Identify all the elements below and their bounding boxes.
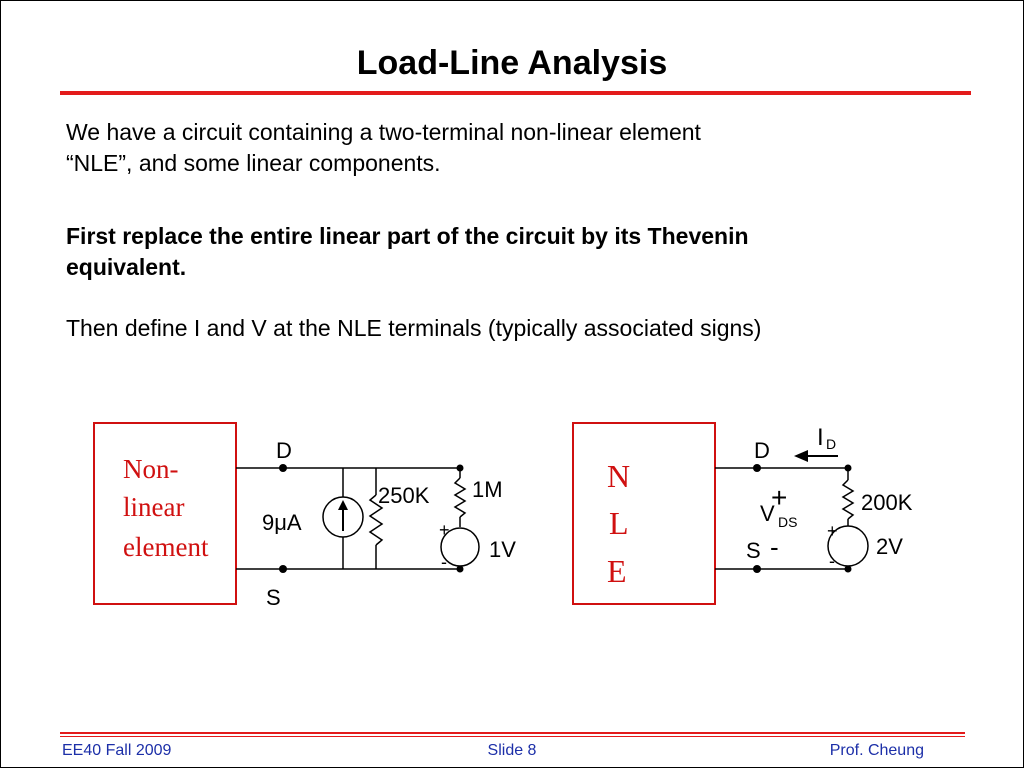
left-series-resistor xyxy=(453,468,467,527)
slide-title: Load-Line Analysis xyxy=(356,44,668,82)
thevenin-paragraph: First replace the entire linear part of … xyxy=(66,221,946,283)
intro-line-1: We have a circuit containing a two-termi… xyxy=(66,119,701,145)
left-voltage-source xyxy=(440,527,480,569)
left-nle-box xyxy=(93,422,237,605)
right-voltage-subscript: DS xyxy=(778,514,797,530)
left-terminal-s-dot xyxy=(279,565,287,573)
right-terminal-d-dot xyxy=(753,464,761,472)
right-current-label: I xyxy=(817,424,824,451)
left-terminal-d-label: D xyxy=(276,438,292,463)
left-source-minus: - xyxy=(441,552,447,572)
left-terminal-s-label: S xyxy=(266,585,281,610)
right-source-plus: + xyxy=(827,521,838,541)
left-source-value: 1V xyxy=(489,537,516,562)
thevenin-line-2: equivalent. xyxy=(66,254,187,280)
left-current-source-label: 9μA xyxy=(262,510,302,535)
define-iv-paragraph: Then define I and V at the NLE terminals… xyxy=(66,315,762,341)
arrow-up-icon xyxy=(338,500,348,510)
arrow-left-icon xyxy=(794,450,808,462)
right-voltage-source xyxy=(827,525,869,569)
right-nle-letter-e: E xyxy=(607,553,627,589)
left-terminal-d-dot xyxy=(279,464,287,472)
footer-divider-top xyxy=(60,732,965,734)
left-nle-label-3: element xyxy=(123,532,209,562)
right-source-minus: - xyxy=(829,551,835,571)
footer-instructor: Prof. Cheung xyxy=(829,742,924,759)
right-voltage-plus: + xyxy=(771,482,787,513)
intro-paragraph: We have a circuit containing a two-termi… xyxy=(66,117,946,179)
right-source-value: 2V xyxy=(876,534,903,559)
intro-line-2: “NLE”, and some linear components. xyxy=(66,150,441,176)
left-circuit: Non- linear element D S 9μA 250K xyxy=(93,422,516,610)
footer-slide-number: Slide 8 xyxy=(487,742,537,759)
right-resistor-label: 200K xyxy=(861,490,913,515)
left-nle-label-1: Non- xyxy=(123,454,179,484)
right-nle-box xyxy=(572,422,716,605)
left-source-plus: + xyxy=(439,520,450,540)
right-voltage-minus: - xyxy=(770,532,779,562)
right-nle-letter-n: N xyxy=(607,458,630,494)
right-terminal-d-label: D xyxy=(754,438,770,463)
right-voltage-label: V xyxy=(760,501,775,526)
right-resistor xyxy=(841,468,855,526)
thevenin-line-1: First replace the entire linear part of … xyxy=(66,223,749,249)
footer-course: EE40 Fall 2009 xyxy=(62,742,172,759)
right-terminal-s-label: S xyxy=(746,538,761,563)
left-parallel-resistor xyxy=(368,468,384,569)
right-current-subscript: D xyxy=(826,436,836,452)
left-nle-label-2: linear xyxy=(123,492,184,522)
footer-divider-bottom xyxy=(60,736,965,737)
right-circuit: N L E D S I D + V DS - 200K xyxy=(572,422,913,605)
left-current-source xyxy=(322,468,364,569)
right-terminal-s-dot xyxy=(753,565,761,573)
right-current-arrow xyxy=(794,450,838,462)
left-parallel-resistor-label: 250K xyxy=(378,483,430,508)
left-series-resistor-label: 1M xyxy=(472,477,503,502)
title-divider xyxy=(60,91,971,95)
right-nle-letter-l: L xyxy=(609,505,629,541)
